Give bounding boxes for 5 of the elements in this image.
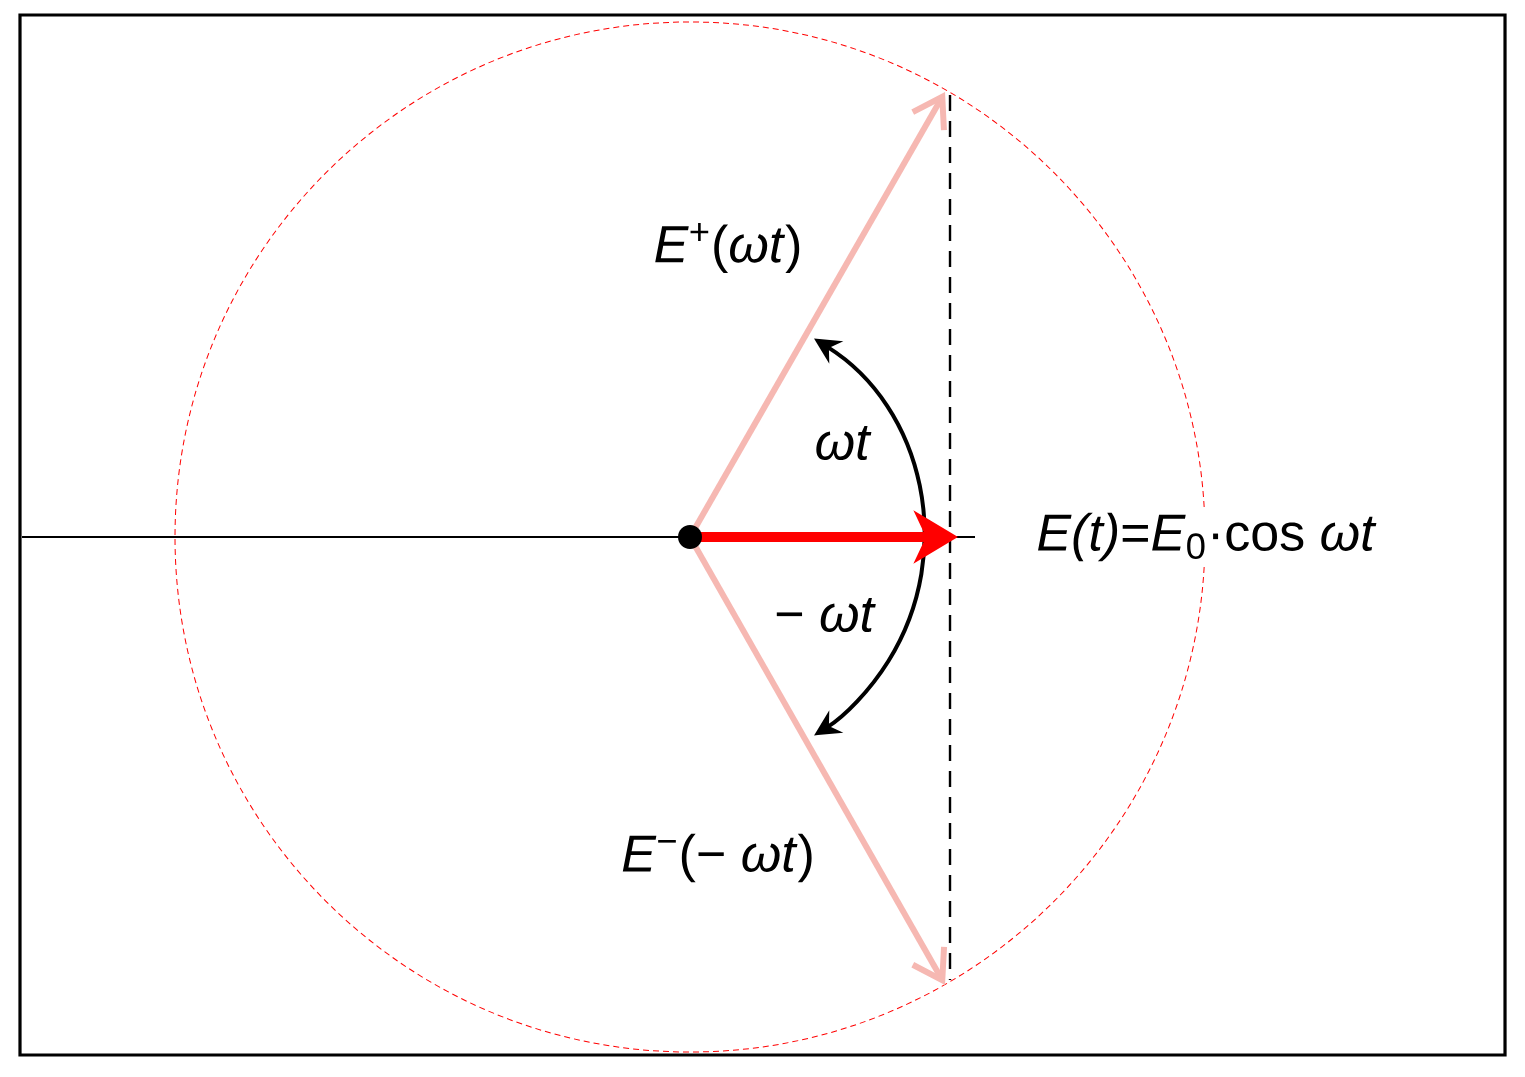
angle-label: − ωt <box>776 597 876 633</box>
angle-label: ωt <box>816 425 872 461</box>
vector-label: E$^{+}$(ωt) <box>655 223 800 273</box>
vector-label: E$^{−}$(− ωt) <box>622 833 812 883</box>
equation-label: E(t)=E$_{0}$·cos ωt <box>1032 508 1381 566</box>
